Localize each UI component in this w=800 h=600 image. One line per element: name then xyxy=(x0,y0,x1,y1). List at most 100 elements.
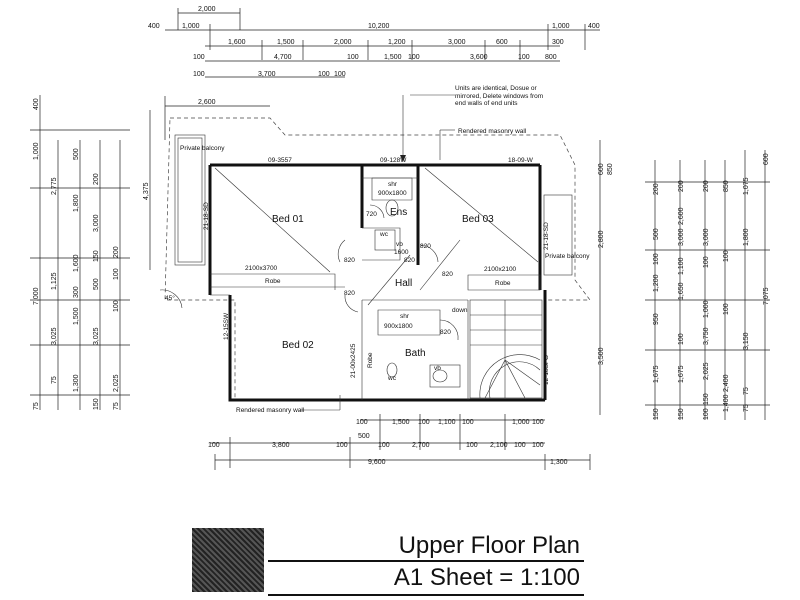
shower-2: shr xyxy=(400,313,410,320)
window-code-5: 2100x2100 xyxy=(484,266,517,273)
dim-bottom-r1-6: 100 xyxy=(532,419,544,426)
notes: Units are identical, Dosue or mirrored, … xyxy=(165,85,543,414)
dim-right-18: 3,150 xyxy=(743,332,750,350)
vb-size: 1600 xyxy=(394,249,409,256)
door-swings xyxy=(159,204,459,341)
dim-right-35: 100 xyxy=(723,303,730,315)
dim-left-20: 100 xyxy=(113,300,120,312)
dim-right-21: 1,675 xyxy=(678,365,685,383)
dim-right-15: 3,500 xyxy=(598,347,605,365)
dim-top-r4-0: 100 xyxy=(193,54,205,61)
dim-bottom-r3-2: 100 xyxy=(336,442,348,449)
dim-right-1: 850 xyxy=(607,163,614,175)
dim-right-38: 600 xyxy=(763,153,770,165)
door-code-2: 820 xyxy=(442,271,453,278)
dim-bottom-r4-0: 9,600 xyxy=(368,459,386,466)
dim-left-23: 4,375 xyxy=(143,182,150,200)
window-code-1: 09-3557 xyxy=(268,157,292,164)
fixtures xyxy=(374,199,461,388)
dim-top-r4-2: 100 xyxy=(347,54,359,61)
dim-bottom-r1-1: 1,500 xyxy=(392,419,410,426)
dim-top-r2-0: 400 xyxy=(148,23,160,30)
title-divider-2 xyxy=(268,594,584,596)
dim-right-27: 500 xyxy=(653,228,660,240)
dim-top-r2-4: 400 xyxy=(588,23,600,30)
window-code-2: 09-128W xyxy=(380,157,407,164)
dim-left-12: 1,500 xyxy=(73,307,80,325)
dim-right-14: 100 xyxy=(723,250,730,262)
dim-left-9: 1,600 xyxy=(73,254,80,272)
dim-top-r3-1: 1,500 xyxy=(277,39,295,46)
dim-left-5: 3,000 xyxy=(93,214,100,232)
dim-top-r5-2: 100 xyxy=(318,71,330,78)
dim-top-r3-3: 1,200 xyxy=(388,39,406,46)
dim-right-5: 200 xyxy=(653,183,660,195)
balcony-left: Private balcony xyxy=(180,145,225,152)
door-code-5: 820 xyxy=(404,257,415,264)
robe-2: Robe xyxy=(495,280,511,287)
room-bath: Bath xyxy=(405,348,426,359)
dim-right-30: 75 xyxy=(743,387,750,395)
dim-right-6: 2,800 xyxy=(598,230,605,248)
vb-2-label: vb xyxy=(434,365,441,372)
dim-left-17: 150 xyxy=(93,398,100,410)
dim-right-8: 3,000 xyxy=(703,228,710,246)
title-block: Upper Floor Plan A1 Sheet = 1:100 xyxy=(192,528,592,598)
angle-note: 45° xyxy=(165,294,175,302)
dim-right-23: 75 xyxy=(743,404,750,412)
dim-right-10: 7,075 xyxy=(763,287,770,305)
dim-right-3: 850 xyxy=(723,180,730,192)
door-code-3: 820 xyxy=(344,290,355,297)
dim-top-r4-3: 1,500 xyxy=(384,54,402,61)
wc-label: wc xyxy=(379,231,389,238)
bottom-dimensions: 100 1,500 100 1,100 100 1,000 100 500 10… xyxy=(208,414,591,470)
left-dimensions: 400 1,000 2,775 500 1,800 3,000 200 7,00… xyxy=(30,95,151,410)
dim-left-16: 1,300 xyxy=(73,374,80,392)
stairs-down: down xyxy=(452,307,468,314)
dim-top-r2-1: 1,000 xyxy=(182,23,200,30)
dim-top-r4-7: 800 xyxy=(545,54,557,61)
window-code-4: 2100x3700 xyxy=(245,265,278,272)
dim-right-9: 1,800 xyxy=(743,228,750,246)
dim-top-r2-2: 10,200 xyxy=(368,23,390,30)
dim-right-26: 1,100 xyxy=(678,257,685,275)
plan-title: Upper Floor Plan xyxy=(398,532,580,559)
shower-1-size: 900x1800 xyxy=(378,190,407,197)
dim-left-19: 300 xyxy=(73,286,80,298)
dim-left-2: 2,775 xyxy=(51,177,58,195)
plan-scale: A1 Sheet = 1:100 xyxy=(393,564,580,591)
window-code-8: 12-15SW xyxy=(223,312,230,340)
dim-left-4: 1,800 xyxy=(73,194,80,212)
dim-top-r3-2: 2,000 xyxy=(334,39,352,46)
window-code-6: 21-18-SD xyxy=(203,202,210,230)
dim-right-2: 1,075 xyxy=(743,177,750,195)
window-code-7: 21-18-SD xyxy=(543,222,550,250)
dim-right-17: 2,400 xyxy=(723,374,730,392)
rendered-wall-bottom: Rendered masonry wall xyxy=(236,407,305,414)
window-code-9: 21-00x2425 xyxy=(350,343,357,378)
room-diagonals xyxy=(214,167,539,306)
dim-right-37: 100 xyxy=(678,333,685,345)
dim-top-r4-4: 100 xyxy=(408,54,420,61)
shower-1: shr xyxy=(388,181,398,188)
title-divider-1 xyxy=(268,560,584,562)
dim-right-29: 1,400 xyxy=(723,394,730,412)
dim-top-r4-5: 3,600 xyxy=(470,54,488,61)
dim-left-7: 7,000 xyxy=(33,287,40,305)
room-bed-01: Bed 01 xyxy=(272,214,304,225)
room-bed-03: Bed 03 xyxy=(462,214,494,225)
dim-left-13: 3,025 xyxy=(93,327,100,345)
dim-left-15: 75 xyxy=(51,376,58,384)
shower-2-size: 900x1800 xyxy=(384,323,413,330)
dim-bottom-r3-4: 2,700 xyxy=(412,442,430,449)
dim-right-36: 100 xyxy=(703,256,710,268)
dim-top-r5-0: 100 xyxy=(193,71,205,78)
dim-left-24: 75 xyxy=(113,402,120,410)
room-bed-02: Bed 02 xyxy=(282,340,314,351)
door-code-7: 720 xyxy=(366,211,377,218)
dim-bottom-r3-7: 100 xyxy=(514,442,526,449)
dim-right-13: 1,650 xyxy=(678,282,685,300)
dim-top-r3-5: 600 xyxy=(496,39,508,46)
vb-label: vb xyxy=(396,241,403,248)
dim-right-31: 100 xyxy=(703,408,710,420)
